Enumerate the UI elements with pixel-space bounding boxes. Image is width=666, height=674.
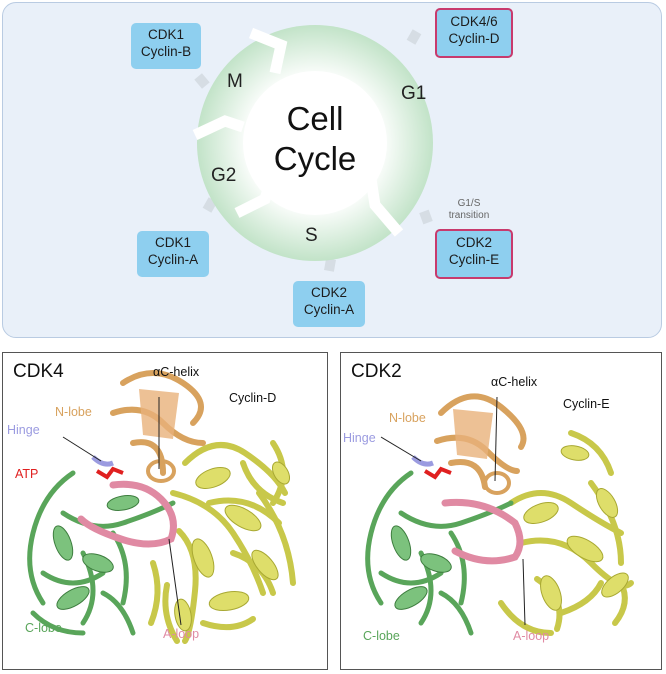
cdk2-leader-lines [380, 396, 526, 626]
cdk2-title: CDK2 [351, 361, 402, 382]
cdk4-a-loop-label: A-loop [163, 627, 200, 641]
cdk2-cyclin-e-box: CDK2 Cyclin-E [435, 229, 513, 279]
a-loop-ribbon [441, 498, 524, 565]
cdk1-cyclin-b-box: CDK1 Cyclin-B [131, 23, 201, 69]
cdk4-c-lobe-label: C-lobe [25, 621, 62, 635]
cyclin-e-coils [523, 445, 629, 611]
cdk4-n-lobe-label: N-lobe [55, 405, 92, 419]
title-line-1: Cell [286, 100, 344, 137]
n-lobe-sheet [453, 409, 493, 459]
phase-s: S [305, 225, 318, 246]
phase-m: M [227, 71, 243, 92]
cell-cycle-title: Cell Cycle [255, 99, 375, 179]
cdk2-ac-helix-label: αC-helix [491, 375, 538, 389]
cdk4-leader-lines [62, 397, 182, 626]
cdk2-c-lobe-label: C-lobe [363, 629, 400, 643]
atp-molecule [423, 466, 452, 480]
cdk2-structure-panel: CDK2 αC-helix Cyclin-E N-lobe Hinge C-lo… [340, 352, 662, 670]
cdk4-hinge-label: Hinge [7, 423, 40, 437]
cdk4-ac-helix-label: αC-helix [153, 365, 200, 379]
cdk2-cyclin-a-box: CDK2 Cyclin-A [293, 281, 365, 327]
phase-g1: G1 [401, 83, 427, 104]
ac-helix-coil [483, 471, 511, 495]
atp-molecule [95, 466, 124, 480]
cdk4-atp-label: ATP [15, 467, 39, 481]
cdk2-cyclin-e-ribbon [365, 393, 634, 636]
cdk4-cyclin-d-label: Cyclin-D [229, 391, 277, 405]
phase-g2: G2 [211, 165, 237, 186]
a-loop-ribbon [77, 480, 177, 548]
cdk4-cyclin-d-ribbon [27, 370, 296, 644]
g1s-transition-label: G1/S transition [448, 198, 490, 221]
title-line-2: Cycle [273, 140, 357, 177]
c-lobe-coils [52, 495, 140, 610]
hinge-ribbon [411, 455, 434, 467]
ring-center [243, 71, 387, 215]
cdk2-cyclin-e-label: Cyclin-E [563, 397, 610, 411]
cdk4-structure-panel: CDK4 αC-helix Cyclin-D N-lobe Hinge ATP … [2, 352, 328, 670]
ac-helix-coil [146, 459, 176, 483]
cell-cycle-panel: Cell Cycle G1 S G2 M G1/S transition CDK… [2, 2, 662, 338]
cdk2-hinge-label: Hinge [343, 431, 376, 445]
c-lobe-ribbon [27, 470, 176, 636]
cdk4-title: CDK4 [13, 361, 64, 382]
c-lobe-coils [390, 525, 452, 610]
hinge-ribbon [91, 455, 114, 467]
c-lobe-ribbon [365, 470, 514, 636]
cdk2-n-lobe-label: N-lobe [389, 411, 426, 425]
cell-cycle-ring [192, 25, 433, 272]
cdk1-cyclin-a-box: CDK1 Cyclin-A [137, 231, 209, 277]
cdk2-a-loop-label: A-loop [513, 629, 550, 643]
cdk46-cyclin-d-box: CDK4/6 Cyclin-D [435, 8, 513, 58]
